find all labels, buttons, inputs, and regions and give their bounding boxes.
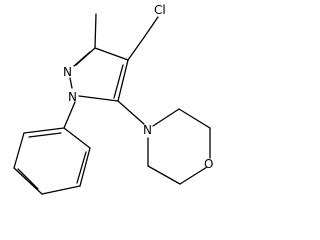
bond-c4-c5: [117, 59, 129, 102]
bond-c3-c4: [94, 47, 129, 61]
phenyl-bond-1: [63, 127, 91, 149]
morpholine-bond-5: [147, 165, 181, 185]
bond-c3-n2-double: [73, 51, 91, 67]
phenyl-inner-bond-2: [17, 168, 39, 190]
bond-c4-c5-double: [113, 64, 124, 99]
morpholine-bond-4: [179, 166, 208, 185]
n1-phenyl-bond: [63, 101, 76, 129]
phenyl-inner-bond-3: [28, 132, 62, 138]
morpholine-ring: [147, 108, 211, 185]
chloromethyl-bond: [127, 35, 146, 61]
phenyl-bond-3: [41, 185, 81, 195]
pyrazole-ring: [69, 47, 129, 102]
phenyl-inner-bond-1: [76, 151, 87, 184]
phenyl-bond-4: [13, 167, 43, 195]
morpholine-bond-1: [152, 108, 180, 127]
morpholine-n-label: N: [143, 123, 152, 137]
bond-n2-n1: [69, 77, 73, 89]
ch2-cl-bond: [144, 16, 159, 37]
pyrazole-n2-label: N: [63, 65, 72, 79]
methyl-bond: [94, 13, 97, 49]
chemical-structure: Cl N N N O: [13, 3, 213, 195]
bond-n1-c5: [78, 95, 119, 102]
phenyl-bond-6: [23, 127, 65, 134]
phenyl-bond-2: [79, 147, 91, 187]
pyrazole-n1-label: N: [68, 90, 77, 104]
morpholine-o-label: O: [204, 157, 213, 171]
phenyl-ring: [13, 127, 91, 195]
morpholine-bond-2: [178, 108, 211, 129]
c5-morpholine-bond: [117, 100, 145, 125]
phenyl-bond-5: [13, 132, 25, 169]
chlorine-label: Cl: [154, 3, 166, 17]
